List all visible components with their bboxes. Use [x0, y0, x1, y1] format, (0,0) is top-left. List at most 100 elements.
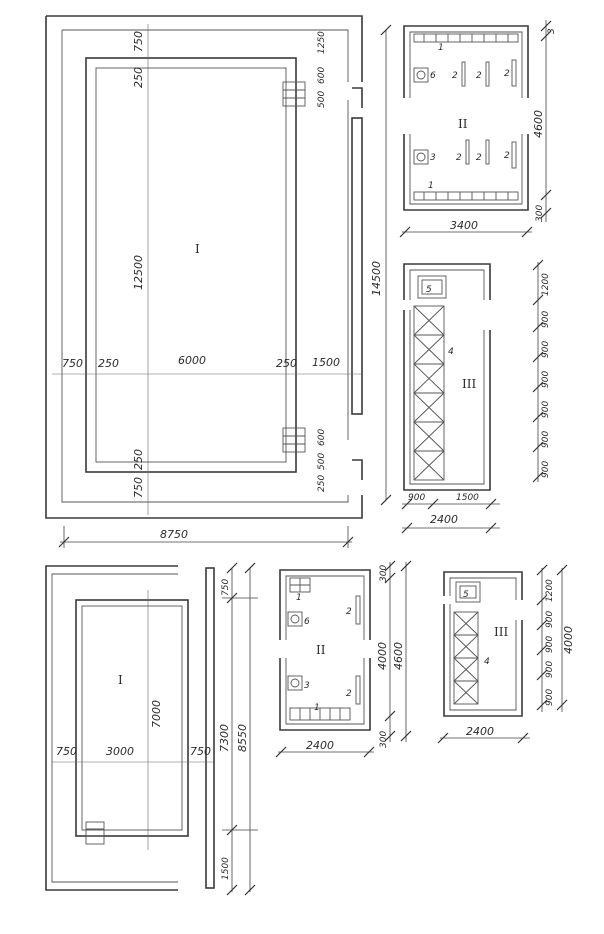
- dim-small-top-offset: 750: [221, 579, 231, 596]
- dim-ii-small-top: 300: [379, 565, 389, 582]
- washbasin-bottom: [413, 149, 429, 165]
- dim-small-left-offset: 750: [56, 745, 77, 758]
- dim-inner-top: 250: [132, 67, 145, 88]
- dim-stair-bot-c: 250: [317, 475, 327, 492]
- dim-line-iii-large-vertical: [532, 259, 544, 483]
- pool-outer-rim: [85, 57, 297, 473]
- dim-iii-large-v0: 1200: [541, 273, 551, 296]
- dim-iii-small-total: 4000: [562, 626, 575, 654]
- dim-iii-small-v2: 900: [545, 636, 555, 653]
- dim-bottom-offset: 750: [132, 477, 145, 498]
- right-partition-wall: [351, 117, 363, 415]
- dim-width: 6000: [178, 354, 206, 367]
- dim-top-offset: 750: [132, 31, 145, 52]
- room-label-small: I: [118, 673, 123, 687]
- mark-ii-large-7: 2: [456, 153, 462, 163]
- dim-iii-small-v0: 1200: [545, 579, 555, 602]
- mark-iii-large-1: 5: [426, 285, 432, 295]
- room-label-iii-large: III: [462, 377, 476, 391]
- plan-large: I 750 250 12500 250 750 750 250 6000 250…: [45, 15, 392, 548]
- dim-iii-large-v4: 900: [541, 401, 551, 418]
- dim-iii-small-width: 2400: [466, 725, 494, 738]
- dim-iii-small-v1: 900: [545, 611, 555, 628]
- mark-ii-small-5: 2: [346, 689, 352, 699]
- dim-ii-small-total: 4600: [392, 642, 405, 670]
- dim-total-length: 14500: [370, 261, 383, 296]
- dim-small-right-offset: 750: [190, 745, 211, 758]
- dim-line-iii-small-vertical: [536, 564, 568, 712]
- room-label-iii-small: III: [494, 625, 508, 639]
- heater-box-small: [455, 581, 481, 603]
- dim-small-width: 3000: [106, 745, 134, 758]
- dim-line-ii-large-width: [399, 226, 533, 238]
- dim-small-total-a: 7300: [218, 724, 231, 752]
- plan-small: I 7000 750 3000 750 750 7300 8550 1500: [45, 562, 258, 896]
- dim-small-bottom-offset: 1500: [221, 857, 231, 880]
- dim-iii-small-v4: 900: [545, 689, 555, 706]
- dim-ii-small-bottom: 300: [379, 731, 389, 748]
- outer-wall-inner-small: [51, 573, 178, 883]
- mark-ii-large-3: 2: [452, 71, 458, 81]
- mark-ii-small-3: 2: [346, 607, 352, 617]
- heater-box-large: [417, 275, 447, 299]
- bench-bottom: [413, 191, 519, 201]
- dim-iii-large-right: 1500: [456, 493, 479, 503]
- bench-small-right-top: [355, 595, 361, 625]
- room-label-ii-small: II: [316, 643, 326, 657]
- dim-iii-large-v3: 900: [541, 371, 551, 388]
- dim-line-iii-small-width: [437, 732, 530, 744]
- dim-right-inner: 250: [276, 357, 297, 370]
- mark-ii-small-2: 6: [304, 617, 310, 627]
- dim-stair-top-c: 500: [317, 91, 327, 108]
- plan-iii-large: III 5 4 1200 900 900 900 900 900 900: [401, 259, 551, 534]
- mark-iii-small-2: 4: [484, 657, 490, 667]
- dim-small-total-b: 8550: [236, 724, 249, 752]
- dim-iii-large-width: 2400: [430, 513, 458, 526]
- bench-small-right-bottom: [355, 675, 361, 705]
- shower-grid-small: [453, 611, 479, 705]
- ladder-bottom: [282, 427, 306, 453]
- mark-ii-large-2: 6: [430, 71, 436, 81]
- dim-ii-large-top: 3: [547, 28, 557, 34]
- mark-iii-small-1: 5: [463, 590, 469, 600]
- dim-left-offset: 750: [62, 357, 83, 370]
- dim-length: 12500: [132, 255, 145, 290]
- dim-ii-large-height: 4600: [532, 110, 545, 138]
- outer-wall-top-large: [46, 15, 363, 82]
- pool-outer-rim-small: [75, 599, 189, 837]
- mark-ii-small-1: 1: [296, 593, 302, 603]
- dim-iii-small-v3: 900: [545, 661, 555, 678]
- dim-ii-large-bottom: 300: [535, 205, 545, 222]
- room-ii-large-walls: [403, 25, 529, 211]
- mark-ii-large-8: 2: [476, 153, 482, 163]
- dim-stair-top-b: 600: [317, 67, 327, 84]
- mark-ii-small-6: 1: [314, 703, 320, 713]
- mark-ii-large-4: 2: [476, 71, 482, 81]
- mark-iii-large-2: 4: [448, 347, 454, 357]
- room-iii-large-walls: [403, 263, 491, 491]
- mark-ii-large-9: 2: [504, 151, 510, 161]
- washbasin-small-top: [287, 611, 303, 627]
- right-partition-lower: [352, 459, 363, 480]
- dim-iii-large-left: 900: [408, 493, 425, 503]
- ladder-top: [282, 81, 306, 107]
- dim-left-inner: 250: [98, 357, 119, 370]
- dim-line-ii-small-vertical: [384, 560, 412, 742]
- room-ii-small-inner: [285, 575, 365, 725]
- room-iii-small-walls: [443, 571, 523, 717]
- mark-ii-large-6: 3: [430, 153, 436, 163]
- dim-line-iii-large-horizontal: [401, 498, 500, 534]
- washbasin-small-bottom: [287, 675, 303, 691]
- dim-line-total-length: [380, 24, 392, 506]
- room-ii-small-walls: [279, 569, 371, 731]
- room-label-large: I: [195, 242, 200, 256]
- right-partition-upper: [352, 87, 363, 108]
- plan-ii-large: II 1 6 2 2 2 3 2 2 2 1 3 4600 300 3400: [399, 20, 557, 238]
- dim-iii-large-v1: 900: [541, 311, 551, 328]
- mark-ii-small-4: 3: [304, 681, 310, 691]
- outer-wall-inner-line-large: [61, 29, 349, 503]
- room-ii-large-inner: [409, 31, 523, 205]
- dim-stair-top-a: 1250: [317, 31, 327, 54]
- pool-inner-rim-small: [81, 605, 183, 831]
